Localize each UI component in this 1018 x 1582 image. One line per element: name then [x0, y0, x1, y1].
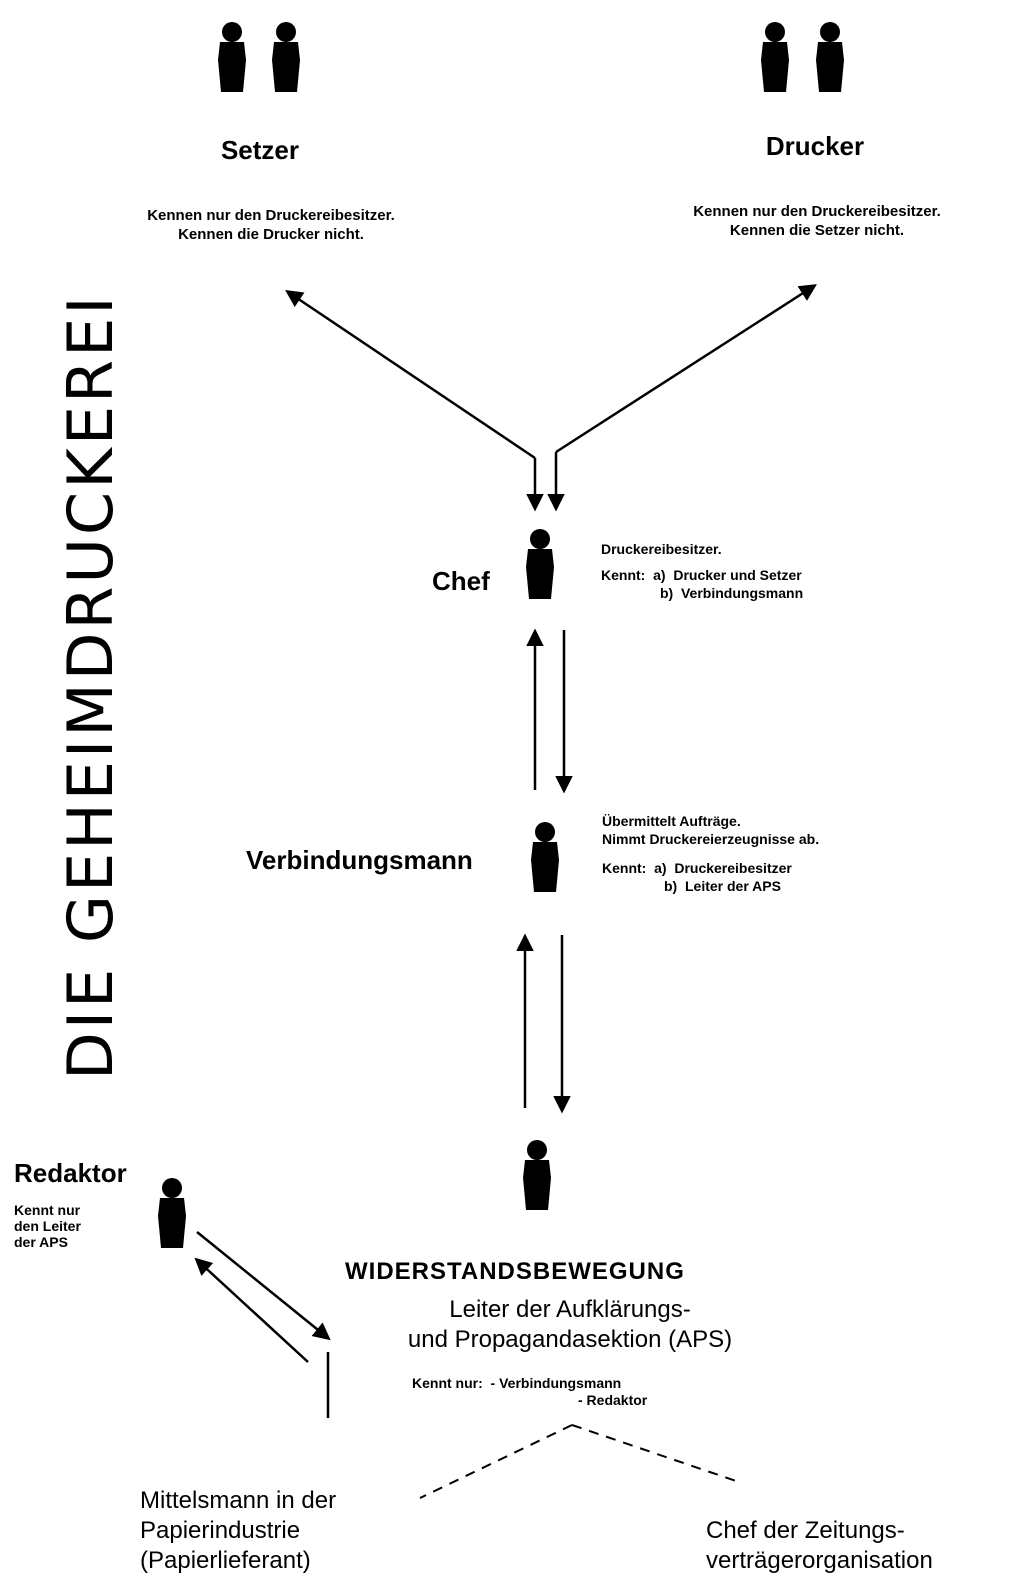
setzer-label: Setzer [220, 135, 300, 165]
verbindungsmann-knows-b: b) Leiter der APS [664, 878, 781, 894]
redaktor-note-1: Kennt nur [14, 1202, 81, 1218]
chef-knows-a: Kennt: a) Drucker und Setzer [601, 567, 802, 583]
arrow-to-drucker [555, 284, 817, 454]
drucker-note-1: Kennen nur den Druckereibesitzer. [693, 203, 941, 220]
zeitung-line-2: verträgerorganisation [706, 1547, 933, 1574]
dashed-link-zeitung [571, 1424, 743, 1484]
redaktor-note-3: der APS [14, 1234, 68, 1250]
setzer-note-2: Kennen die Drucker nicht. [178, 226, 364, 243]
aps-leader-person-icon [523, 1140, 551, 1210]
aps-knows-1: Kennt nur: - Verbindungsmann [412, 1375, 622, 1391]
chef-person-icon [526, 529, 554, 599]
drucker-person-icon-1 [761, 22, 789, 92]
chef-knows-b: b) Verbindungsmann [660, 585, 804, 601]
chef-label: Chef [432, 566, 490, 596]
verbindungsmann-knows-a: Kennt: a) Druckereibesitzer [602, 860, 792, 876]
setzer-note-1: Kennen nur den Druckereibesitzer. [147, 207, 395, 224]
aps-title-2: und Propagandasektion (APS) [407, 1326, 733, 1353]
setzer-person-icon-1 [218, 22, 246, 92]
mittelsmann-line-3: (Papierlieferant) [140, 1547, 311, 1574]
dashed-link-mittelsmann [419, 1424, 573, 1499]
drucker-label: Drucker [765, 131, 865, 161]
arrow-aps-to-redaktor [194, 1257, 309, 1363]
drucker-note-2: Kennen die Setzer nicht. [729, 222, 905, 239]
mittelsmann-line-2: Papierindustrie [140, 1517, 301, 1544]
redaktor-label: Redaktor [14, 1158, 127, 1188]
arrow-to-setzer [285, 290, 536, 460]
drucker-person-icon-2 [816, 22, 844, 92]
aps-title-1: Leiter der Aufklärungs- [449, 1296, 691, 1323]
redaktor-note-2: den Leiter [14, 1218, 81, 1234]
chef-role: Druckereibesitzer. [601, 541, 722, 557]
redaktor-person-icon [158, 1178, 186, 1248]
mittelsmann-line-1: Mittelsmann in der [140, 1487, 337, 1514]
zeitung-line-1: Chef der Zeitungs- [706, 1517, 905, 1544]
side-title: DIE GEHEIMDRUCKEREI [54, 293, 127, 1080]
verbindungsmann-line-2: Nimmt Druckereierzeugnisse ab. [602, 831, 820, 847]
aps-knows-2: - Redaktor [578, 1392, 648, 1408]
verbindungsmann-person-icon [531, 822, 559, 892]
setzer-person-icon-2 [272, 22, 300, 92]
aps-org-label: WIDERSTANDSBEWEGUNG [345, 1258, 685, 1285]
verbindungsmann-label: Verbindungsmann [246, 845, 473, 875]
arrow-redaktor-to-aps [196, 1231, 331, 1341]
verbindungsmann-line-1: Übermittelt Aufträge. [602, 813, 741, 829]
